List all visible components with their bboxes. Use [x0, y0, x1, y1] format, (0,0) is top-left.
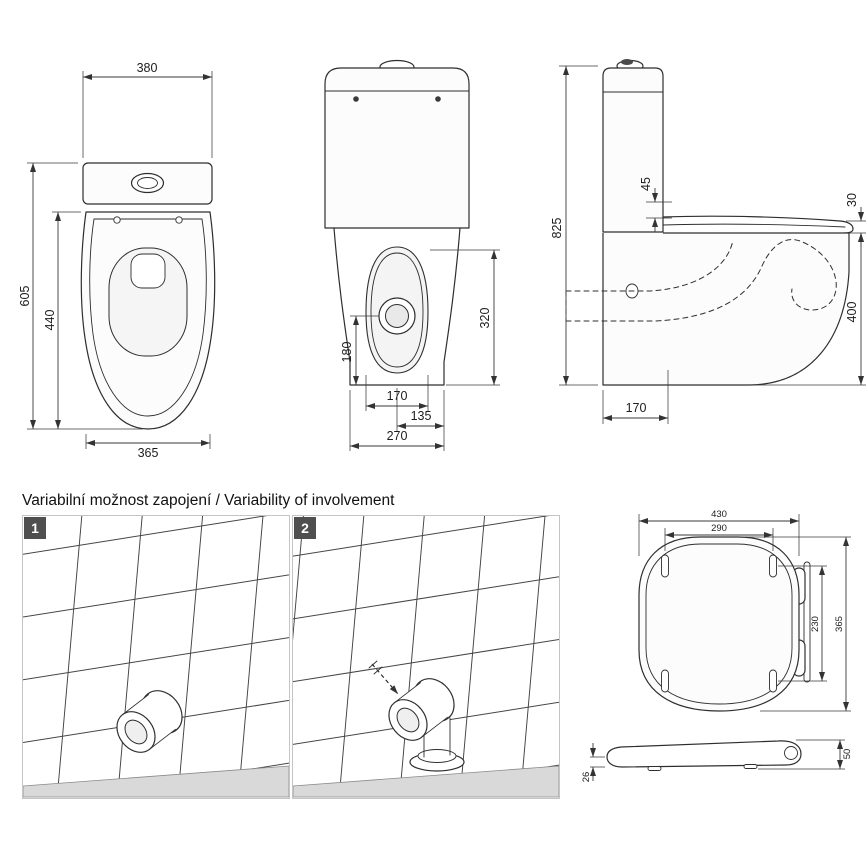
seat-profile-line	[662, 223, 846, 228]
flush-button-plan	[130, 172, 165, 194]
dim-320: 320	[478, 308, 492, 329]
seat-lid-profile	[662, 215, 854, 234]
dim-440: 440	[43, 310, 57, 331]
panel-1-frame	[22, 515, 290, 799]
dim-365-seat: 365	[834, 616, 845, 632]
dim-825: 825	[550, 218, 564, 239]
outlet-pipe-1	[116, 690, 183, 753]
seat-side-drawing	[606, 740, 802, 771]
bowl-front-outline	[333, 227, 461, 386]
dim-605: 605	[18, 286, 32, 307]
bowl-side-outline	[602, 232, 850, 386]
seat-outer-outline	[638, 536, 800, 712]
dim-365-bottom: 365	[138, 446, 159, 460]
flush-button-cap	[621, 59, 633, 65]
panel-1-number: 1	[31, 520, 39, 536]
dim-230: 230	[810, 616, 821, 632]
panel-1: 1	[22, 515, 290, 799]
side-view-dimensions: 825 45 30 400 170	[550, 65, 866, 424]
side-view-drawing	[565, 59, 854, 386]
bolt-left	[353, 96, 359, 102]
dim-380: 380	[137, 61, 158, 75]
flush-inlet-plan	[130, 253, 166, 289]
dim-135: 135	[411, 409, 432, 423]
bolt-right	[435, 96, 441, 102]
trap-dashed-bottom	[565, 239, 837, 322]
cistern-front-outline	[324, 67, 470, 229]
panel-2-badge	[294, 517, 316, 539]
top-view-drawing	[80, 162, 216, 430]
slot-bottom-left	[661, 669, 669, 693]
trap-cover-inner	[370, 252, 424, 368]
hinge-pivot	[784, 746, 798, 760]
dim-290: 290	[711, 523, 727, 534]
bowl-opening-plan	[108, 247, 188, 357]
slot-top-right	[769, 554, 777, 578]
tile-grid-1	[23, 516, 289, 786]
flush-button-inner	[137, 177, 158, 189]
hinge-dot-left	[113, 216, 121, 224]
panel-1-badge	[24, 517, 46, 539]
riser-base-inner-2	[417, 749, 457, 763]
section-title: Variabilní možnost zapojení / Variabilit…	[22, 492, 395, 509]
slot-bottom-right	[769, 669, 777, 693]
seat-top-dimensions: 430 290 365 230	[638, 509, 851, 712]
slot-top-left	[661, 554, 669, 578]
panel-1-wall	[23, 516, 289, 786]
seat-plan-inner	[89, 218, 207, 417]
front-view: 180 320 170 135 270	[324, 59, 500, 451]
dim-180: 180	[340, 342, 354, 363]
dim-26: 26	[581, 772, 592, 783]
tile-grid-2	[293, 516, 559, 786]
outlet-hole	[385, 304, 409, 328]
seat-top-view: 430 290 365 230	[638, 509, 851, 712]
seat-top-drawing	[638, 536, 811, 712]
dim-30: 30	[845, 193, 859, 207]
panel-2-number: 2	[301, 520, 309, 536]
seat-inner-outline	[645, 543, 793, 705]
pipe-hole-2	[396, 707, 420, 733]
dim-50: 50	[842, 749, 853, 760]
front-view-dimensions: 180 320 170 135 270	[340, 249, 500, 451]
panel-2: 2	[292, 515, 560, 799]
outlet-pipe-2	[368, 660, 465, 772]
bumper-front	[647, 766, 662, 771]
top-view-dimensions: 380 605 440 365	[18, 61, 213, 460]
seat-side-dimensions: 50 26	[581, 739, 853, 783]
pipe-hole-1	[124, 719, 148, 745]
front-view-drawing	[324, 59, 470, 386]
dim-430: 430	[711, 509, 727, 520]
side-view: 825 45 30 400 170	[550, 59, 866, 424]
hinge-dot-right	[175, 216, 183, 224]
dim-400: 400	[845, 302, 859, 323]
panel-2-wall	[293, 516, 559, 786]
cistern-side-outline	[602, 67, 664, 233]
seat-profile-outline	[606, 740, 802, 768]
bumper-rear	[743, 764, 758, 769]
dim-170-side: 170	[626, 401, 647, 415]
dim-270: 270	[387, 429, 408, 443]
dim-45: 45	[639, 177, 653, 191]
panel-2-frame	[292, 515, 560, 799]
top-view: 380 605 440 365	[18, 61, 216, 460]
seat-side-view: 50 26	[581, 739, 853, 783]
